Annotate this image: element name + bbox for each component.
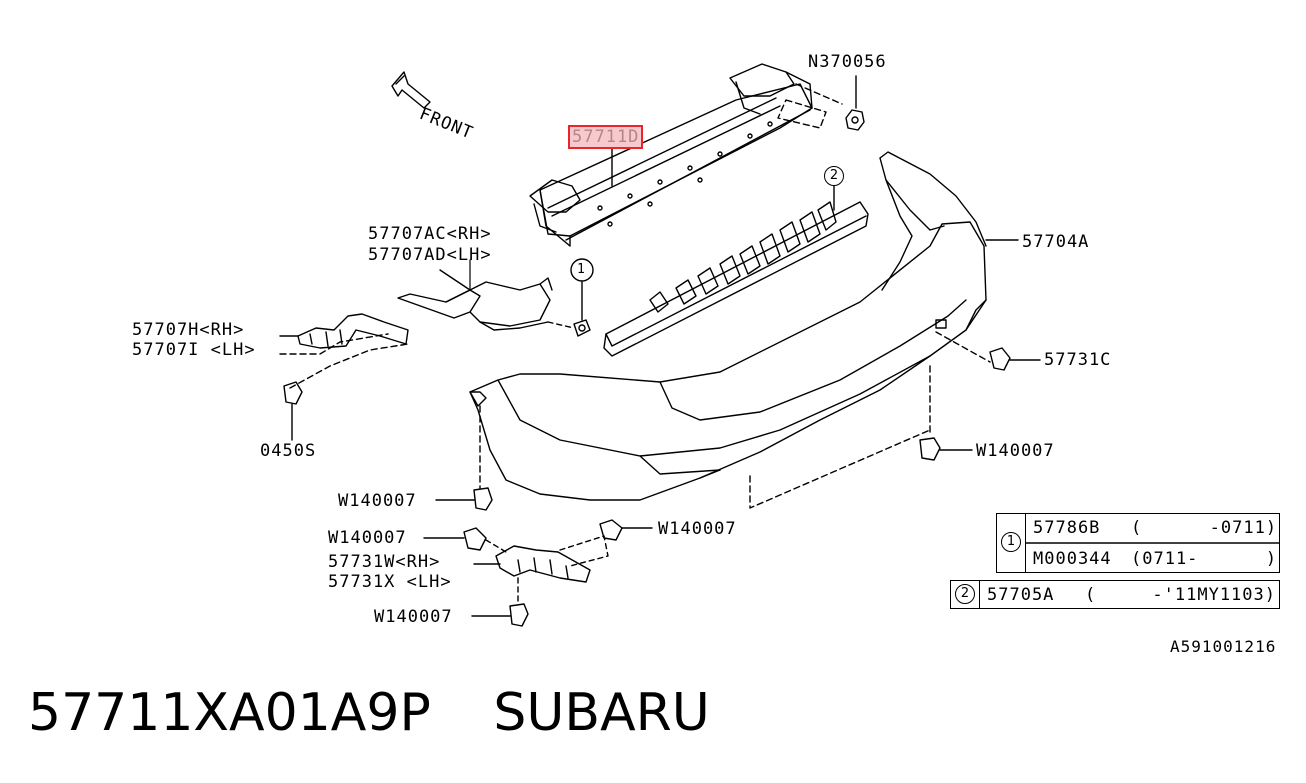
table-1-row-2-part[interactable]: M000344: [1033, 549, 1112, 569]
bumper-face: [469, 151, 987, 501]
reinforcement-beam: [529, 63, 813, 247]
part-label-n370056[interactable]: N370056: [808, 52, 887, 72]
screw-icon: [573, 319, 591, 337]
table-2-part[interactable]: 57705A: [987, 585, 1055, 605]
clip-bottom-icon: [509, 603, 529, 627]
parts-table-1: 1 57786B ( -0711) M000344 (0711- ): [996, 513, 1280, 573]
clip-right-icon: [919, 437, 941, 461]
part-label-57707i[interactable]: 57707I <LH>: [132, 340, 256, 360]
callout-1: 1: [577, 262, 586, 277]
table-1-row-2-range: (0711- ): [1131, 549, 1278, 569]
part-label-57731c[interactable]: 57731C: [1044, 350, 1112, 370]
footer-part-number: 57711XA01A9P: [28, 683, 431, 743]
table-1-row-1-range: ( -0711): [1131, 518, 1278, 538]
side-bracket-upper: [397, 277, 553, 331]
part-label-w140007-clip[interactable]: W140007: [328, 528, 407, 548]
part-label-w140007-left[interactable]: W140007: [338, 491, 417, 511]
clip-left-icon: [473, 487, 493, 511]
part-label-57711d[interactable]: 57711D: [568, 125, 644, 149]
table-2-ref: 2: [955, 584, 975, 604]
part-label-w140007-bottom[interactable]: W140007: [374, 607, 453, 627]
clip-bracket-right-icon: [599, 519, 623, 541]
part-label-w140007-bracket[interactable]: W140007: [658, 519, 737, 539]
table-1-row-1-part[interactable]: 57786B: [1033, 518, 1101, 538]
energy-absorber: [603, 201, 869, 357]
part-label-w140007-right[interactable]: W140007: [976, 441, 1055, 461]
side-bracket-lower: [297, 313, 409, 349]
parts-table-2: 2 57705A ( -'11MY1103): [950, 580, 1280, 609]
part-label-57731w[interactable]: 57731W<RH>: [328, 552, 441, 572]
callout-2: 2: [824, 166, 844, 186]
part-label-57704a[interactable]: 57704A: [1022, 232, 1090, 252]
plug-icon: [989, 347, 1011, 371]
table-1-ref: 1: [1001, 532, 1021, 552]
front-arrow-icon: [391, 71, 431, 109]
table-2-range: ( -'11MY1103): [1085, 585, 1276, 605]
bottom-bracket: [495, 545, 591, 583]
clip-0450s-icon: [283, 381, 303, 441]
diagram-id: A591001216: [1170, 637, 1277, 656]
part-label-57707ad[interactable]: 57707AD<LH>: [368, 245, 492, 265]
clip-bracket-left-icon: [463, 527, 487, 551]
part-label-57707h[interactable]: 57707H<RH>: [132, 320, 245, 340]
nut-icon: [845, 109, 865, 131]
part-label-0450s[interactable]: 0450S: [260, 441, 317, 461]
footer-brand: SUBARU: [493, 683, 710, 743]
part-label-57707ac[interactable]: 57707AC<RH>: [368, 224, 492, 244]
footer-title: 57711XA01A9P SUBARU: [28, 683, 710, 743]
part-label-57731x[interactable]: 57731X <LH>: [328, 572, 452, 592]
